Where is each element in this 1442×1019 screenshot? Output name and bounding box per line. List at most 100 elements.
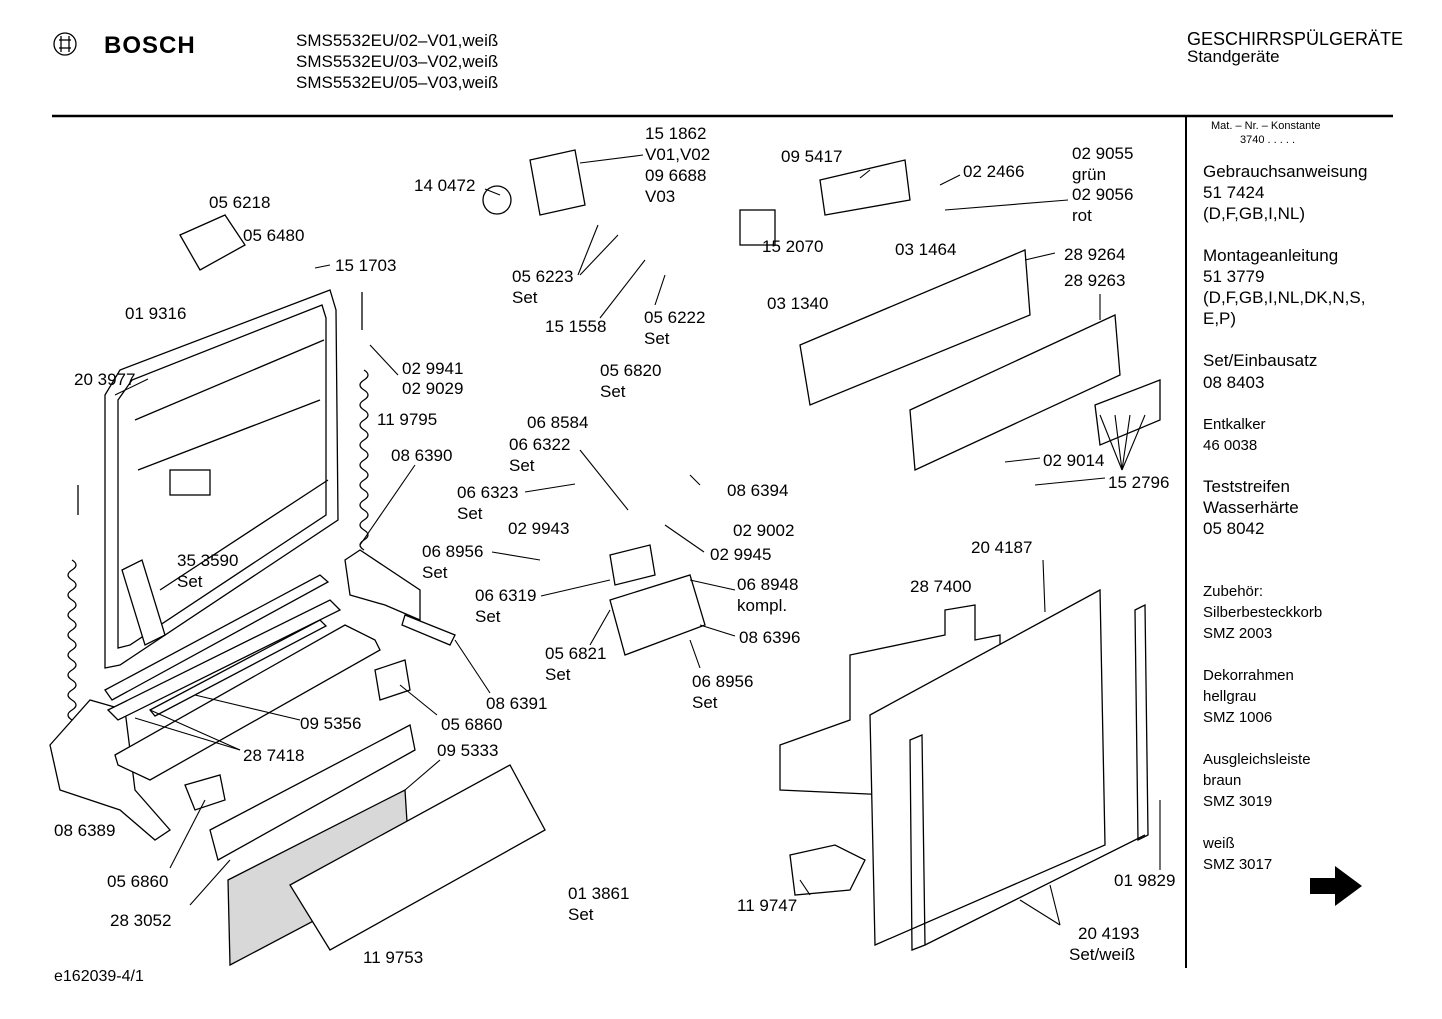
door-panel-part [869,588,1106,946]
set-label: Set [457,504,483,523]
part-label: 15 1862 [645,124,707,143]
part-label: 06 8948 [737,575,799,594]
decor-frame-number: SMZ 1006 [1203,709,1273,726]
bracket-part [401,614,456,646]
part-label: 05 6480 [243,226,305,245]
latch-part [179,214,246,271]
part-label: 20 4193 [1078,924,1140,943]
next-page-arrow-icon[interactable] [1310,866,1362,906]
teststrip-title: Teststreifen [1203,477,1290,496]
part-label: 05 6223 [512,267,574,286]
rail-part [106,599,342,721]
hinge-spring-right [359,369,369,551]
part-label: 09 5417 [781,147,843,166]
accessory-basket: Silberbesteckkorb [1203,604,1323,621]
install-languages-1: (D,F,GB,I,NL,DK,N,S, [1203,288,1366,307]
part-label: 02 9056 [1072,185,1134,204]
part-label: 09 6688 [645,166,707,185]
color-label: grün [1072,165,1107,184]
kickplate-part [289,764,546,951]
part-label: 28 7400 [910,577,972,596]
manual-title: Gebrauchsanweisung [1203,162,1368,181]
part-label: 28 3052 [110,911,172,930]
part-label: 11 9753 [363,948,424,967]
strip-white-color: weiß [1203,835,1235,852]
frame-strip-part [924,834,1146,946]
descaler-title: Entkalker [1203,416,1266,433]
set-label: Set [177,572,203,591]
part-label: 08 6391 [486,694,548,713]
model-line-2: SMS5532EU/03–V02,weiß [296,52,499,71]
color-label: rot [1072,206,1092,225]
frame-strip-part [1134,603,1149,842]
hinge-spring-left [67,559,77,731]
part-label: 02 9002 [733,521,795,540]
part-label: 06 8956 [692,672,754,691]
part-label: 28 9264 [1064,245,1126,264]
kompl-label: kompl. [737,596,788,615]
bracket-part [344,549,421,621]
strip-part [121,559,166,646]
subcategory-title: Standgeräte [1187,47,1280,66]
part-label: 02 9055 [1072,144,1134,163]
part-label: 06 6323 [457,483,519,502]
part-label: 15 1703 [335,256,397,275]
decor-frame-title: Dekorrahmen [1203,667,1294,684]
part-label: 06 8956 [422,542,484,561]
part-label: 05 6821 [545,644,607,663]
part-label: 15 1558 [545,317,607,336]
strip-number: SMZ 3019 [1203,793,1273,810]
set-label: Set [644,329,670,348]
part-label: 01 3861 [568,884,630,903]
part-label: 35 3590 [177,551,239,570]
part-label: 02 9945 [710,545,772,564]
switch-part [739,209,776,246]
strip-white-number: SMZ 3017 [1203,856,1273,873]
set-title: Set/Einbausatz [1203,351,1318,370]
part-label: 01 9316 [125,304,187,323]
manual-number: 51 7424 [1203,183,1265,202]
part-label: 05 6860 [441,715,503,734]
set-number: 08 8403 [1203,373,1265,392]
dispenser-lid-part [609,544,656,586]
part-label: 28 7418 [243,746,305,765]
model-line-3: SMS5532EU/05–V03,weiß [296,73,499,92]
install-number: 51 3779 [1203,267,1265,286]
descaler-number: 46 0038 [1203,437,1258,454]
control-panel-part [799,249,1031,406]
teststrip-number: 05 8042 [1203,519,1265,538]
manual-languages: (D,F,GB,I,NL) [1203,204,1306,223]
part-label: 20 4187 [971,538,1033,557]
control-fascia-part [909,314,1121,471]
part-label: 06 8584 [527,413,589,432]
part-label: 01 9829 [1114,871,1176,890]
set-label: Set [568,905,594,924]
part-label: 05 6820 [600,361,662,380]
set-label: Set [600,382,626,401]
part-label: 11 9795 [377,410,438,429]
leader-lines [114,154,1161,926]
dispenser-part [609,574,706,656]
set-label: Set/weiß [1069,945,1136,964]
variant-label: V01,V02 [645,145,711,164]
category-title: GESCHIRRSPÜLGERÄTE [1187,29,1404,49]
set-label: Set [509,456,535,475]
seal-part [148,619,328,717]
part-label: 05 6218 [209,193,271,212]
knob-icon [482,185,512,215]
variant-label: V03 [645,187,676,206]
block-part [374,659,411,701]
part-label: 15 2070 [762,237,824,256]
set-label: Set [692,693,718,712]
bosch-logo-icon [53,32,77,56]
teststrip-subtitle: Wasserhärte [1203,498,1299,517]
part-label: 06 6319 [475,586,537,605]
part-label: 05 6222 [644,308,706,327]
part-label: 02 9943 [508,519,570,538]
part-label: 08 6394 [727,481,789,500]
install-title: Montageanleitung [1203,246,1339,265]
model-line-1: SMS5532EU/02–V01,weiß [296,31,499,50]
part-label: 11 9747 [737,896,798,915]
part-label: 02 9014 [1043,451,1105,470]
